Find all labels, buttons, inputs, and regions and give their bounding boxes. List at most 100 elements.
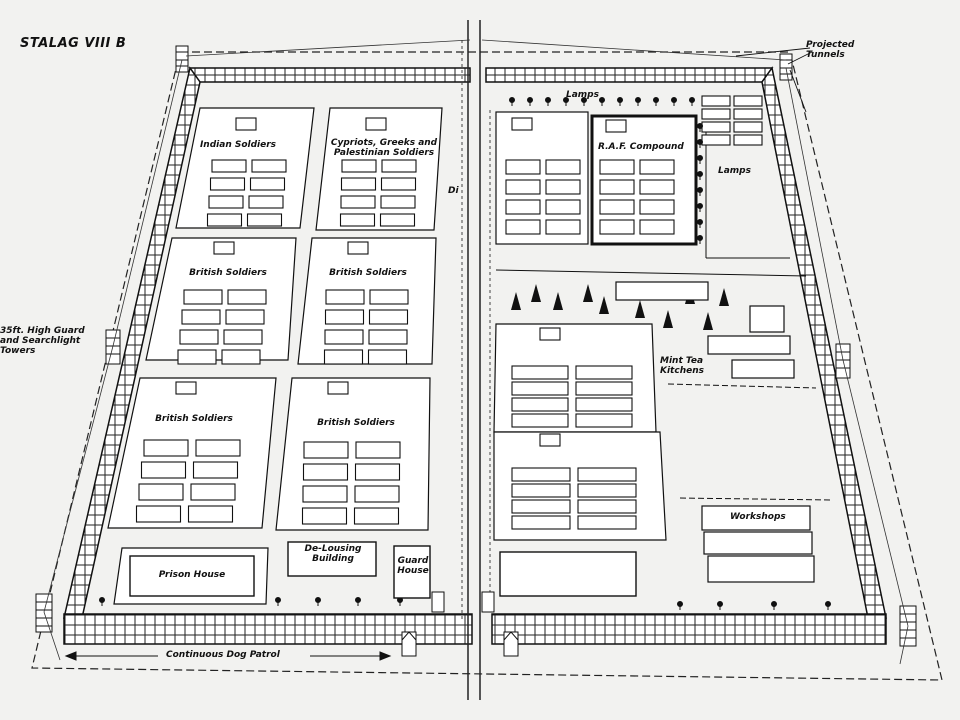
label-projected-tunnels: Projected Tunnels [806,40,855,60]
huts [135,95,763,530]
barrack-hut [367,349,408,365]
barrack-hut [325,289,365,305]
dog-patrol-arrow [64,651,392,661]
barrack-hut [575,365,633,380]
office-hut [539,433,561,447]
raf-hut [599,159,635,175]
lamp-icon [653,97,659,106]
central-corridor [461,20,491,700]
barrack-hut [340,177,377,191]
barrack-hut [355,441,401,459]
gate-right [503,631,519,657]
label-lamps-top: Lamps [566,90,599,100]
barrack-hut [733,134,763,146]
barrack-hut [179,329,219,345]
lamp-icon [635,97,641,106]
kitchen-2 [731,359,795,379]
long-building-bottom [499,551,637,597]
barrack-hut [575,397,633,412]
lamp-icon [545,97,551,106]
perimeter-wall-right [485,66,887,645]
lamp-icon [599,97,605,106]
workshop-1 [701,505,811,531]
lamp-icon [527,97,533,106]
kitchen-1 [707,335,791,355]
tree-icon [663,310,673,328]
barrack-hut [511,499,571,514]
office-hut [175,381,197,395]
lamp-icon [677,601,683,610]
lamp-icon [697,139,703,148]
office-hut [213,241,235,255]
lamp-icon [697,155,703,164]
barrack-hut [181,309,221,325]
map-title: STALAG VIII B [20,36,127,51]
barrack-hut [505,179,541,195]
barrack-hut [187,505,234,523]
guard-tower-ne [779,53,793,81]
office-hut [365,117,387,131]
barrack-hut [225,309,265,325]
barrack-hut [302,485,348,503]
barrack-hut [248,195,284,209]
perimeter-wall-left [63,66,473,645]
gate-left [401,631,417,657]
barrack-hut [143,439,189,457]
label-guard-house: Guard House [397,556,429,576]
barrack-hut [380,195,416,209]
office-hut [511,117,533,131]
barrack-hut [340,195,376,209]
office-hut [235,117,257,131]
barrack-hut [324,329,364,345]
tree-icon [635,300,645,318]
label-cypriots: Cypriots, Greeks and Palestinian Soldier… [330,138,438,158]
barrack-hut [511,413,569,428]
label-british-1: British Soldiers [189,268,267,278]
lamp-icon [563,97,569,106]
dashed-line-2 [679,497,831,501]
tree-icon [719,288,729,306]
barrack-hut [183,289,223,305]
lamp-icon [617,97,623,106]
tree-icon [511,292,521,310]
label-lamps-right: Lamps [718,166,751,176]
barrack-hut [577,499,637,514]
barrack-hut [575,381,633,396]
lamp-icon [315,597,321,606]
barrack-hut [246,213,283,227]
office-hut [539,327,561,341]
barrack-hut [511,381,569,396]
dashed-line-1 [667,383,817,389]
barrack-hut [701,121,731,133]
lamp-icon [771,601,777,610]
tree-icon [599,296,609,314]
barrack-hut [701,95,731,107]
barrack-hut [545,219,581,235]
lamp-icon [697,219,703,228]
barrack-hut [339,213,376,227]
raf-hut [639,199,675,215]
barrack-hut [211,159,247,173]
barrack-hut [511,483,571,498]
raf-hut [599,179,635,195]
barrack-hut [249,177,286,191]
long-hut-trees [615,281,709,301]
barrack-hut [251,159,287,173]
barrack-hut [577,467,637,482]
compound-british-2 [297,237,437,365]
lamp-icon [697,235,703,244]
lamp-icon [509,97,515,106]
lamp-icon [689,97,695,106]
barrack-hut [303,441,349,459]
raf-hut [599,199,635,215]
delousing-building [287,541,377,577]
barrack-hut [140,461,187,479]
raf-hut [639,179,675,195]
gate-center-left [431,591,445,613]
tower-lines [43,39,909,665]
barrack-hut [733,95,763,107]
lamps [99,97,831,610]
label-delousing: De-Lousing Building [304,544,362,564]
barrack-hut [190,483,236,501]
projected-tunnels-lines [735,47,813,113]
